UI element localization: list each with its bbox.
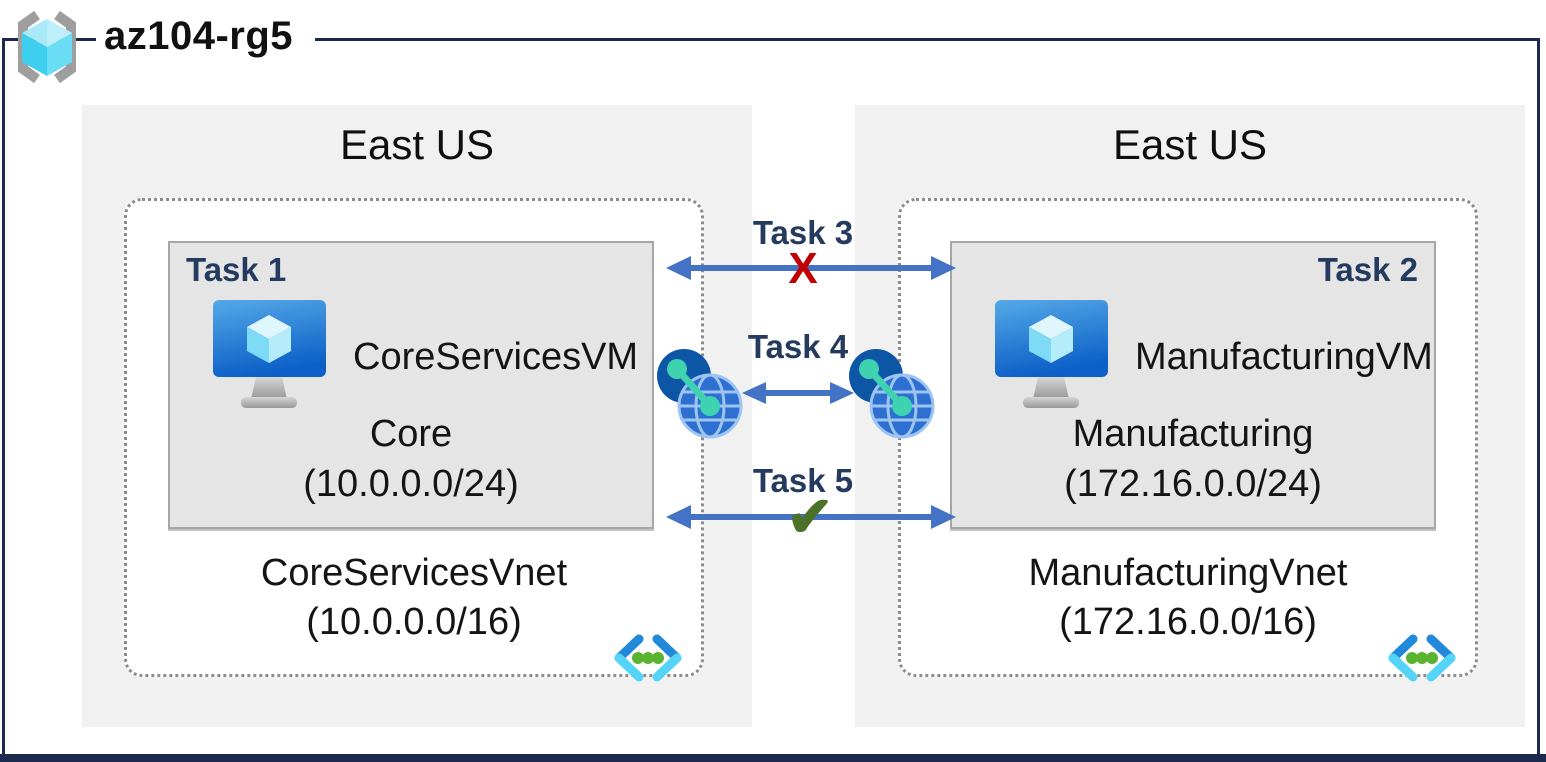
vnet-peering-icon xyxy=(848,348,936,445)
virtual-machine-icon xyxy=(212,299,327,416)
vnet-name: ManufacturingVnet xyxy=(1028,552,1348,594)
resource-group-icon xyxy=(6,6,88,93)
page-title: az104-rg5 xyxy=(96,12,316,65)
vm-row: CoreServicesVM xyxy=(212,299,638,416)
allowed-check-icon: ✔ xyxy=(786,485,834,548)
task-3-arrow xyxy=(666,256,956,280)
subnet-name: Manufacturing (172.16.0.0/24) xyxy=(1064,413,1322,505)
vm-row: ManufacturingVM xyxy=(994,299,1433,416)
virtual-network-icon xyxy=(1385,633,1459,688)
region-label: East US xyxy=(339,121,495,168)
subnet-box-manufacturing: Task 2 ManufacturingVM xyxy=(950,241,1436,529)
vm-name: ManufacturingVM xyxy=(1135,336,1433,378)
virtual-network-icon xyxy=(611,633,685,688)
task-5-label: Task 5 xyxy=(752,462,854,499)
vnet-cidr: (10.0.0.0/16) xyxy=(306,600,522,643)
task-5-arrow xyxy=(666,505,956,529)
task-3-label: Task 3 xyxy=(752,214,854,251)
vnet-peering-icon xyxy=(656,348,744,445)
bottom-accent-bar xyxy=(0,754,1546,762)
task-2-label: Task 2 xyxy=(1317,251,1418,288)
region-label: East US xyxy=(1112,121,1268,168)
virtual-machine-icon xyxy=(994,299,1109,416)
task-4-label: Task 4 xyxy=(747,328,849,365)
blocked-x-icon: X xyxy=(788,244,818,293)
vnet-name: CoreServicesVnet xyxy=(260,552,568,594)
vm-name: CoreServicesVM xyxy=(353,336,639,378)
subnet-name: Core (10.0.0.0/24) xyxy=(303,413,519,505)
task-4-arrow xyxy=(742,382,854,404)
vnet-label: CoreServicesVnet (10.0.0.0/16) xyxy=(127,549,701,646)
subnet-box-core: Task 1 CoreServicesVM xyxy=(168,241,654,529)
vnet-label: ManufacturingVnet (172.16.0.0/16) xyxy=(901,549,1475,646)
task-1-label: Task 1 xyxy=(186,251,287,288)
vnet-cidr: (172.16.0.0/16) xyxy=(1059,600,1317,643)
